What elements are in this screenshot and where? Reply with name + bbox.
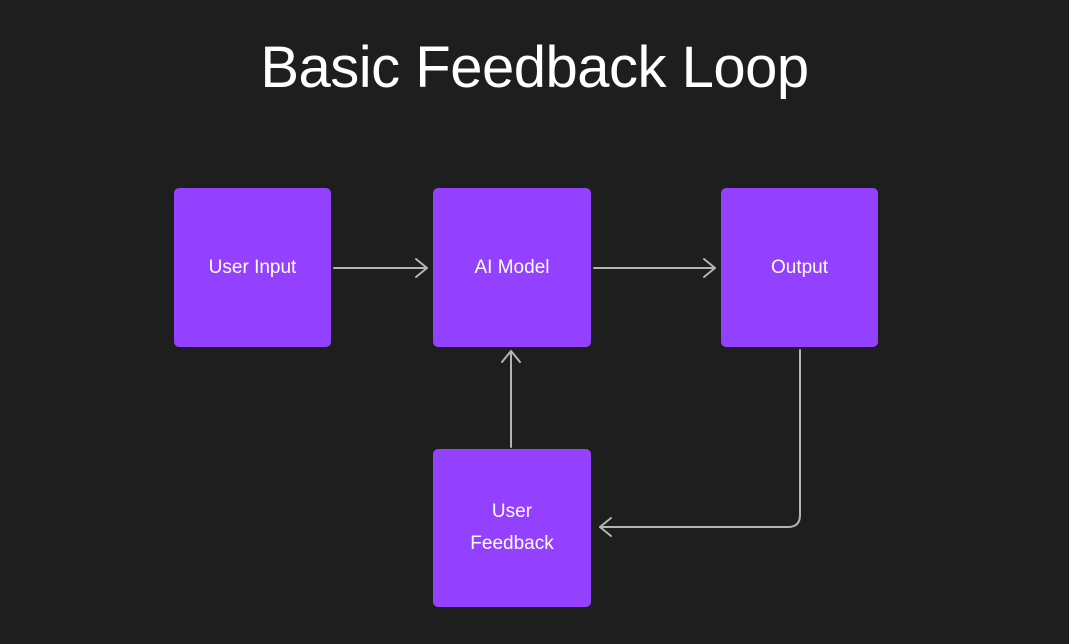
- node-output-label: Output: [770, 256, 829, 278]
- edge-output-to-user-feedback-arrowhead-icon: [599, 517, 612, 537]
- node-user-input-label: User Input: [208, 256, 297, 278]
- edge-user-feedback-to-ai-model-arrowhead-icon: [501, 350, 521, 363]
- node-ai-model-label: AI Model: [474, 256, 550, 278]
- edge-output-to-user-feedback-line: [599, 349, 801, 528]
- node-user-input[interactable]: User Input: [174, 188, 331, 347]
- node-output[interactable]: Output: [721, 188, 878, 347]
- edge-ai-model-to-output-arrowhead-icon: [703, 258, 716, 278]
- edge-user-input-to-ai-model-arrowhead-icon: [415, 258, 428, 278]
- node-user-feedback-label: User Feedback: [470, 501, 554, 554]
- node-user-feedback[interactable]: User Feedback: [433, 449, 591, 607]
- node-ai-model[interactable]: AI Model: [433, 188, 591, 347]
- page-title: Basic Feedback Loop: [260, 35, 809, 100]
